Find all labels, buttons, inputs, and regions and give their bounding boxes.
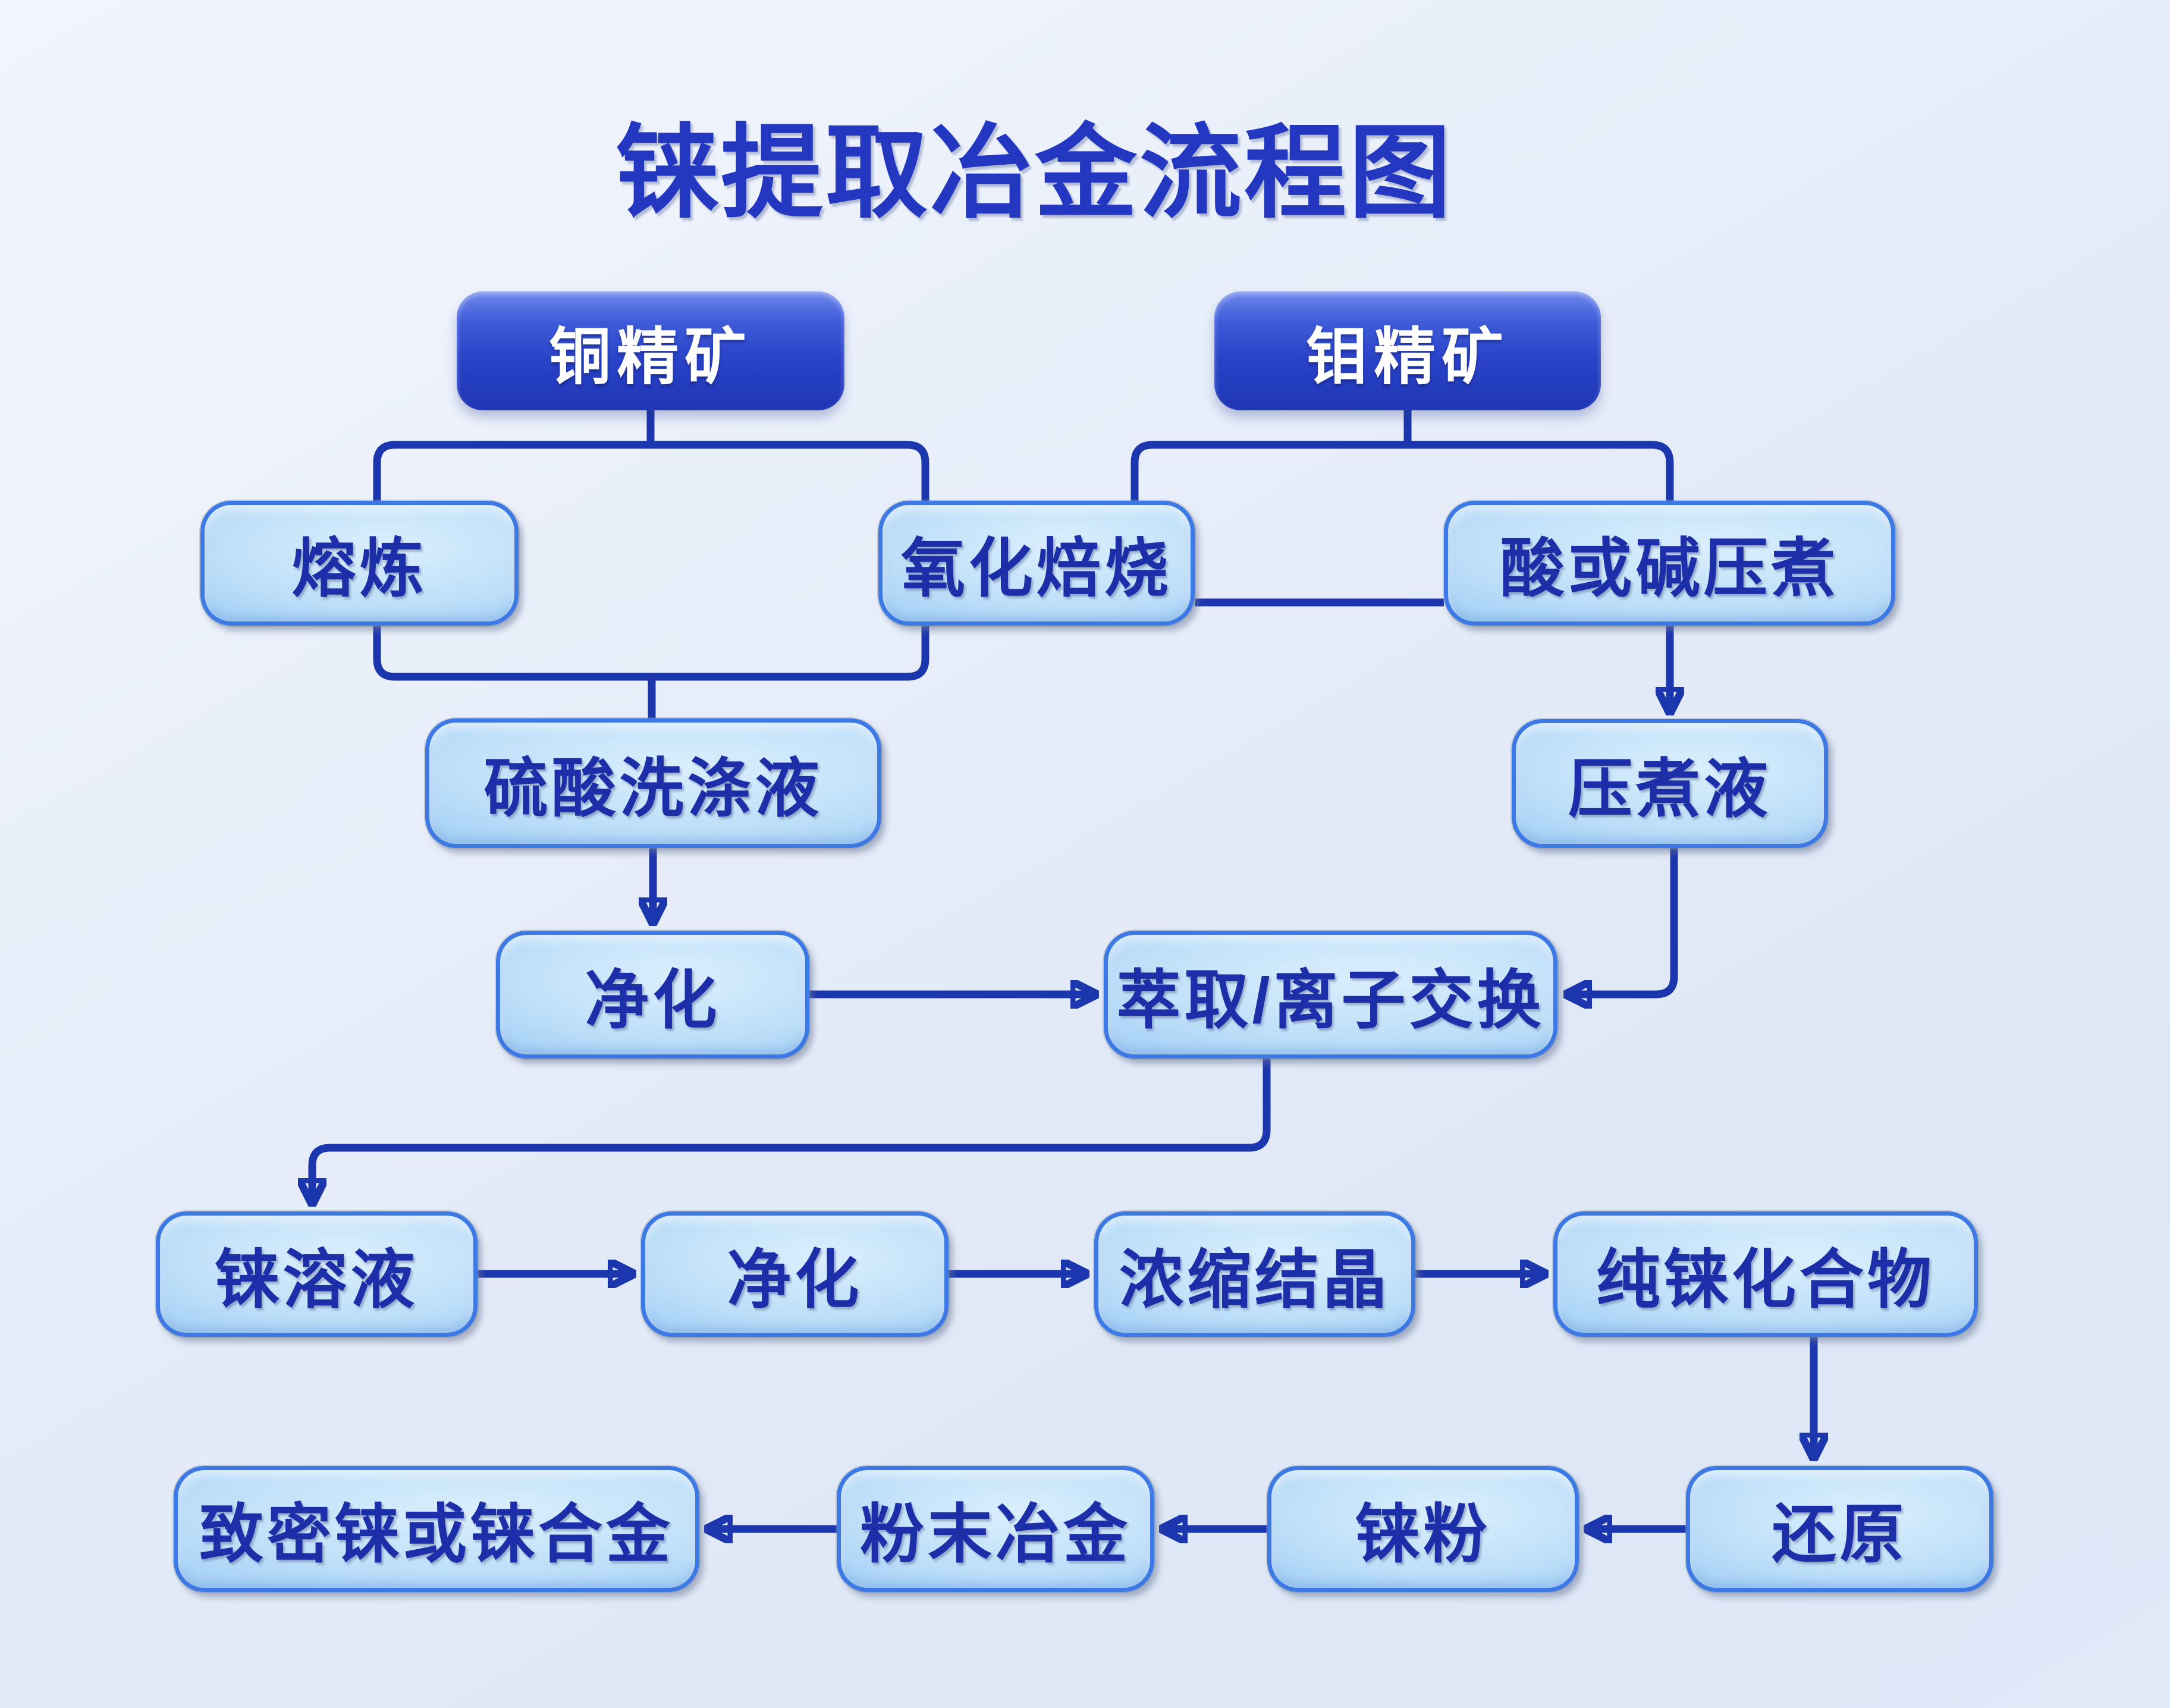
node-rhenium-powder: 铼粉 [1267, 1466, 1579, 1592]
node-pure-rhenium-compound-label: 纯铼化合物 [1596, 1243, 1935, 1315]
node-concentration-crystallization-label: 浓缩结晶 [1119, 1243, 1390, 1315]
diagram-title: 铼提取冶金流程图 [616, 116, 1453, 230]
node-extraction-ion-exchange: 萃取/离子交换 [1104, 931, 1557, 1059]
edge-cookingliquid-to-extraction [1566, 848, 1678, 994]
node-moly-concentrate-label: 钼精矿 [1305, 322, 1509, 392]
node-reduction-label: 还原 [1772, 1498, 1908, 1570]
edge-smelt-roast-merge-bar [373, 626, 929, 681]
node-extraction-ion-exchange-label: 萃取/离子交换 [1116, 963, 1545, 1036]
edge-moly-split-bar [1130, 441, 1674, 501]
node-sulfuric-acid-washing-liquid-label: 硫酸洗涤液 [483, 752, 823, 824]
node-acid-or-alkali-pressure-cooking: 酸或碱压煮 [1444, 501, 1895, 626]
node-smelting: 熔炼 [200, 501, 519, 626]
edge-extraction-to-rheniumsolution [312, 1059, 1271, 1204]
node-smelting-label: 熔炼 [291, 532, 428, 604]
node-rhenium-solution: 铼溶液 [156, 1211, 478, 1337]
node-concentration-crystallization: 浓缩结晶 [1094, 1211, 1415, 1337]
node-dense-rhenium-or-alloy: 致密铼或铼合金 [174, 1466, 699, 1592]
node-powder-metallurgy: 粉末冶金 [837, 1466, 1154, 1592]
node-purification-2-label: 净化 [727, 1243, 863, 1315]
node-reduction: 还原 [1686, 1466, 1993, 1592]
node-acid-or-alkali-pressure-cooking-label: 酸或碱压煮 [1500, 532, 1839, 604]
node-purification-2: 净化 [641, 1211, 949, 1337]
node-oxidizing-roasting: 氧化焙烧 [878, 501, 1195, 626]
node-oxidizing-roasting-label: 氧化焙烧 [900, 532, 1172, 604]
node-rhenium-solution-label: 铼溶液 [215, 1243, 419, 1315]
node-moly-concentrate: 钼精矿 [1214, 291, 1601, 410]
node-powder-metallurgy-label: 粉末冶金 [859, 1498, 1131, 1570]
node-pressure-cooking-liquid: 压煮液 [1512, 719, 1828, 848]
node-copper-concentrate: 铜精矿 [457, 291, 844, 410]
node-pure-rhenium-compound: 纯铼化合物 [1553, 1211, 1978, 1337]
edge-copper-split-bar [373, 441, 929, 501]
node-copper-concentrate-label: 铜精矿 [548, 322, 752, 392]
node-purification-1: 净化 [496, 931, 809, 1059]
node-dense-rhenium-or-alloy-label: 致密铼或铼合金 [199, 1498, 674, 1570]
node-rhenium-powder-label: 铼粉 [1355, 1498, 1491, 1570]
node-purification-1-label: 净化 [585, 963, 721, 1036]
node-sulfuric-acid-washing-liquid: 硫酸洗涤液 [425, 718, 881, 848]
node-pressure-cooking-liquid-label: 压煮液 [1568, 752, 1772, 825]
